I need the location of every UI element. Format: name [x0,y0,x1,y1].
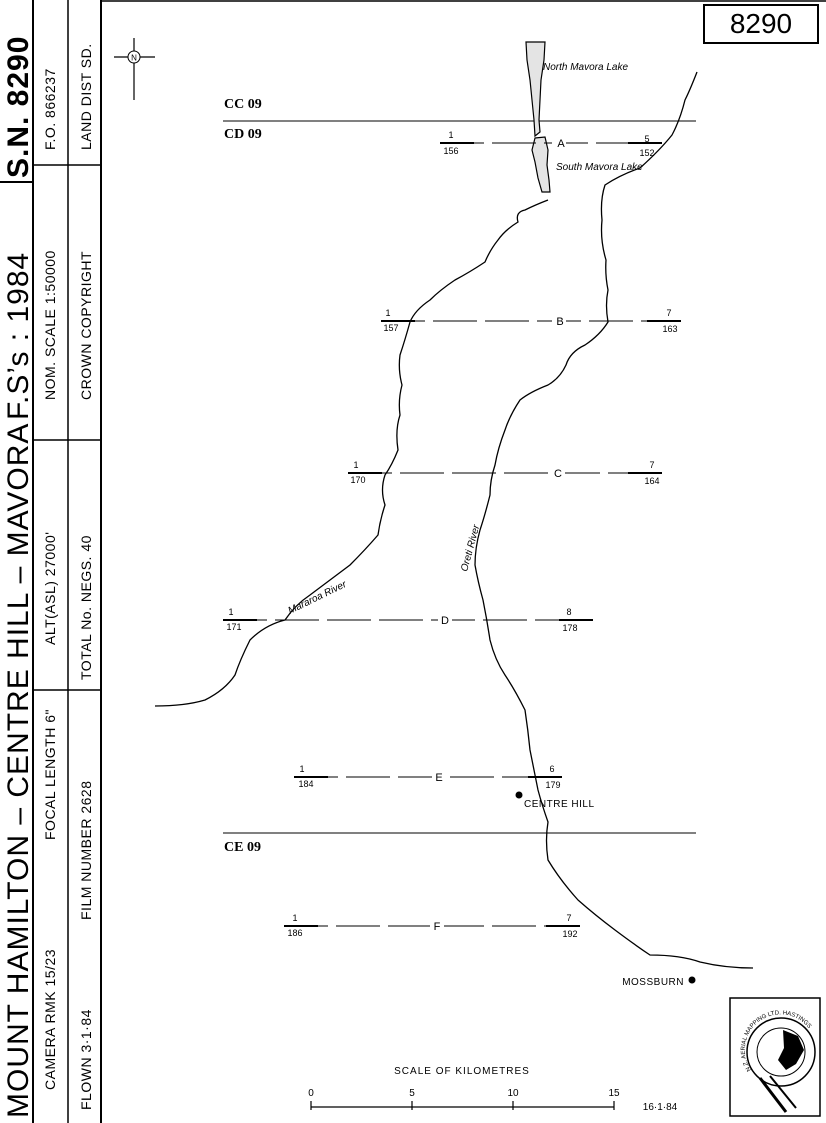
oreti-river-label: Oreti River [459,523,482,573]
mossburn-marker [688,976,696,984]
mossburn-label: MOSSBURN [622,977,684,988]
side-panel: MOUNT HAMILTON – CENTRE HILL – MAVORA F.… [0,0,102,1123]
line-b-end-neg: 163 [662,324,677,334]
north-arrow-icon: N [114,38,155,100]
flight-line-b: 1 157 B 7 163 [381,308,681,334]
line-f-start-run: 1 [292,913,297,923]
centre-hill-marker [515,791,523,799]
line-e-end-neg: 179 [545,780,560,790]
north-mavora-lake [525,41,546,138]
line-a-start-run: 1 [448,130,453,140]
south-mavora-lake-label: South Mavora Lake [556,162,643,173]
line-a-start-neg: 156 [443,146,458,156]
line-c-letter: C [554,468,562,480]
line-e-start-run: 1 [299,764,304,774]
line-f-end-neg: 192 [562,929,577,939]
grid-label-cd09: CD 09 [224,127,262,142]
flight-line-c: 1 170 C 7 164 [348,460,662,486]
line-f-start-neg: 186 [287,928,302,938]
compilation-date: 16·1·84 [643,1102,678,1113]
flight-line-a: 1 156 A 5 152 [440,130,662,158]
line-c-end-neg: 164 [644,476,659,486]
line-c-start-run: 1 [353,460,358,470]
flight-line-d: 1 171 D 8 178 [223,607,593,633]
grid-label-cc09: CC 09 [224,97,262,112]
line-b-end-run: 7 [666,308,671,318]
scale-title: SCALE OF KILOMETRES [394,1066,530,1077]
line-e-letter: E [435,772,442,784]
aerial-mapping-logo-icon: N.Z. AERIAL MAPPING LTD. HASTINGS [729,997,821,1117]
line-c-end-run: 7 [649,460,654,470]
line-d-end-run: 8 [566,607,571,617]
scale-bar: SCALE OF KILOMETRES 0 5 10 15 [308,1066,620,1110]
line-d-start-neg: 171 [226,622,241,632]
line-d-end-neg: 178 [562,623,577,633]
line-d-letter: D [441,615,449,627]
line-e-start-neg: 184 [298,779,313,789]
grid-label-ce09: CE 09 [224,840,261,855]
centre-hill-label: CENTRE HILL [524,799,595,810]
line-a-letter: A [557,138,565,150]
sheet-number: 8290 [729,8,793,39]
oreti-river [474,71,754,969]
line-f-end-run: 7 [566,913,571,923]
scale-tick-0: 0 [308,1088,314,1099]
line-b-start-run: 1 [385,308,390,318]
line-e-end-run: 6 [549,764,554,774]
north-symbol: N [131,54,137,63]
line-b-start-neg: 157 [383,323,398,333]
line-a-end-run: 5 [644,134,649,144]
line-b-letter: B [556,316,563,328]
south-mavora-lake [531,136,551,193]
line-a-end-neg: 152 [639,148,654,158]
side-panel-lines [0,0,100,1123]
line-f-letter: F [434,921,441,933]
scale-tick-10: 10 [507,1088,519,1099]
mararoa-river [154,199,549,707]
mararoa-river-label: Mararoa River [286,579,348,617]
line-d-start-run: 1 [228,607,233,617]
line-c-start-neg: 170 [350,475,365,485]
north-mavora-lake-label: North Mavora Lake [543,62,628,73]
scale-tick-15: 15 [608,1088,620,1099]
sheet-number-box: 8290 [703,4,819,44]
flight-line-e: 1 184 E 6 179 [294,764,562,790]
flight-line-f: 1 186 F 7 192 [284,913,580,939]
scale-tick-5: 5 [409,1088,415,1099]
